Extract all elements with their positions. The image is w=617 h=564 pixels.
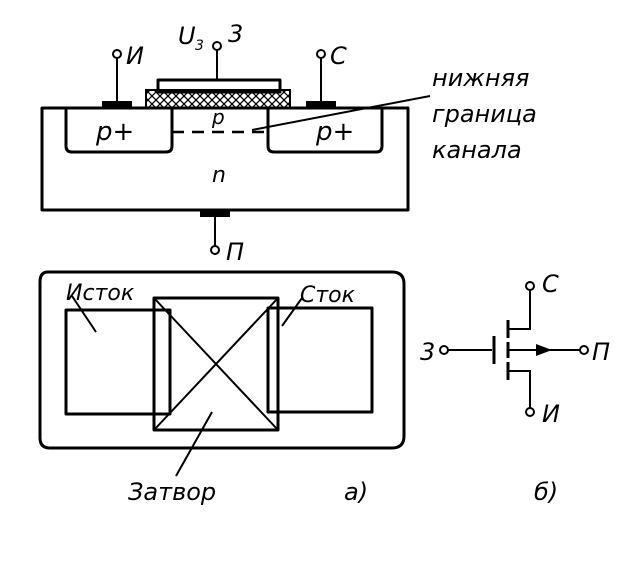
- gate-terminal-label: 3: [228, 20, 243, 48]
- gate-voltage-subscript: 3: [195, 38, 204, 54]
- p-plus-source-label: p+: [95, 117, 134, 147]
- source-region-label: Исток: [66, 281, 135, 306]
- top-view-outline: [38, 270, 406, 450]
- symbol-source-label: И: [542, 400, 560, 428]
- caption-a: а): [344, 478, 368, 506]
- symbol-source-terminal: [525, 407, 535, 417]
- caption-b: б): [534, 478, 558, 506]
- drain-terminal-label: С: [330, 42, 347, 70]
- gate-region: [152, 296, 280, 432]
- gate-terminal: [212, 41, 222, 51]
- p-plus-drain-label: p+: [315, 117, 354, 147]
- gate-region-label: Затвор: [128, 478, 216, 506]
- symbol-gate-label: 3: [420, 338, 435, 366]
- annotation-line-1: нижняя: [432, 64, 529, 92]
- symbol-drain-label: С: [542, 270, 559, 298]
- annotation-line-2: граница: [432, 100, 537, 128]
- source-terminal: [112, 49, 122, 59]
- substrate-contact: [200, 210, 230, 217]
- source-contact: [102, 101, 132, 108]
- mosfet-symbol: 3 С П И б): [420, 270, 610, 506]
- gate-oxide: [145, 89, 291, 109]
- drain-well: [266, 108, 384, 154]
- drain-contact: [306, 101, 336, 108]
- gate-cross-2: [153, 297, 279, 431]
- gate-electrode: [156, 78, 282, 94]
- source-terminal-label: И: [126, 42, 144, 70]
- drain-region-label: Сток: [300, 283, 356, 308]
- symbol-substrate-arrow: [536, 344, 552, 356]
- symbol-substrate-label: П: [592, 338, 610, 366]
- symbol-drain-terminal: [525, 281, 535, 291]
- substrate-terminal: [210, 245, 220, 255]
- annotation-leader: [251, 95, 431, 131]
- cross-section: И С U 3 3 П p+ p p+ n нижняя граница кан…: [40, 20, 537, 266]
- gate-voltage-label: U: [178, 22, 196, 50]
- source-well: [64, 108, 174, 154]
- symbol-substrate-terminal: [579, 345, 589, 355]
- gate-leader: [175, 411, 213, 477]
- drain-leader: [281, 297, 303, 327]
- annotation-line-3: канала: [432, 136, 522, 164]
- substrate-terminal-label: П: [226, 238, 244, 266]
- p-channel-label: p: [211, 105, 225, 129]
- source-leader: [71, 295, 97, 333]
- drain-terminal: [316, 49, 326, 59]
- n-substrate-label: n: [212, 163, 226, 188]
- top-view: Исток Сток Затвор а): [38, 270, 406, 506]
- symbol-gate-terminal: [439, 345, 449, 355]
